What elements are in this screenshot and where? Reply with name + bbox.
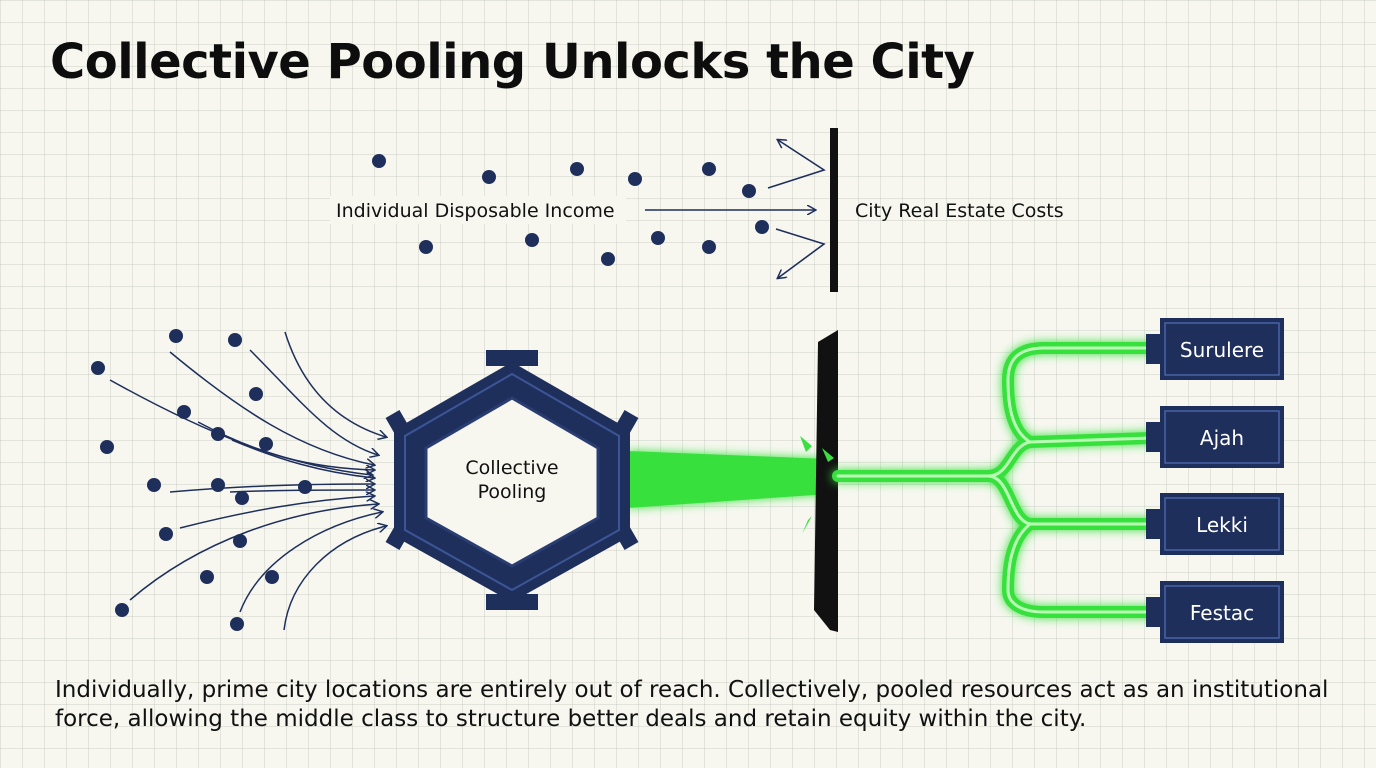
breached-barrier xyxy=(814,330,838,632)
income-dot xyxy=(177,405,191,419)
income-dot xyxy=(702,240,716,254)
income-dot xyxy=(230,617,244,631)
scattered-dots-bottom xyxy=(91,329,312,631)
district-label: Surulere xyxy=(1180,338,1264,362)
income-dot xyxy=(211,478,225,492)
collective-pooling-hub: Collective Pooling xyxy=(385,350,639,610)
hub-label-line2: Pooling xyxy=(478,481,547,503)
income-dot xyxy=(419,240,433,254)
district-pipes-core xyxy=(836,346,1152,614)
scattered-dots-top xyxy=(372,154,769,266)
income-dot xyxy=(259,437,273,451)
converging-arrows xyxy=(109,331,386,631)
income-dot xyxy=(115,603,129,617)
pooled-beam xyxy=(628,451,828,508)
label-backdrop xyxy=(330,196,626,224)
income-dot xyxy=(147,478,161,492)
income-dot xyxy=(372,154,386,168)
income-dot xyxy=(570,162,584,176)
income-dot xyxy=(91,361,105,375)
income-dot xyxy=(235,491,249,505)
district-surulere: Surulere xyxy=(1146,318,1284,380)
income-dot xyxy=(249,387,263,401)
bounce-arrows xyxy=(767,140,826,278)
income-dot xyxy=(742,184,756,198)
income-dot xyxy=(233,534,247,548)
district-lekki: Lekki xyxy=(1146,493,1284,555)
breach-sparks xyxy=(800,436,834,534)
top-scenario: Individual Disposable Income City Real E… xyxy=(330,128,1064,292)
district-label: Festac xyxy=(1190,601,1254,625)
income-dot xyxy=(200,570,214,584)
caption-text: Individually, prime city locations are e… xyxy=(55,677,1329,732)
district-label: Lekki xyxy=(1196,513,1248,537)
income-dot xyxy=(100,440,114,454)
income-dot xyxy=(228,333,242,347)
cost-barrier xyxy=(830,128,838,292)
income-dot xyxy=(159,527,173,541)
income-dot xyxy=(482,170,496,184)
income-dot xyxy=(298,480,312,494)
income-dot xyxy=(755,220,769,234)
district-ajah: Ajah xyxy=(1146,406,1284,468)
district-festac: Festac xyxy=(1146,581,1284,643)
hub-label-line1: Collective xyxy=(465,457,558,479)
income-dot xyxy=(601,252,615,266)
page-title: Collective Pooling Unlocks the City xyxy=(50,34,975,90)
bottom-scenario: Collective Pooling xyxy=(91,318,1284,643)
income-dot xyxy=(651,231,665,245)
district-pipes xyxy=(832,342,1156,618)
district-label: Ajah xyxy=(1200,426,1244,450)
income-dot xyxy=(628,172,642,186)
income-dot xyxy=(265,570,279,584)
individual-income-label: Individual Disposable Income xyxy=(336,200,615,222)
city-cost-label: City Real Estate Costs xyxy=(855,200,1064,222)
income-dot xyxy=(702,162,716,176)
income-dot xyxy=(169,329,183,343)
income-dot xyxy=(525,233,539,247)
